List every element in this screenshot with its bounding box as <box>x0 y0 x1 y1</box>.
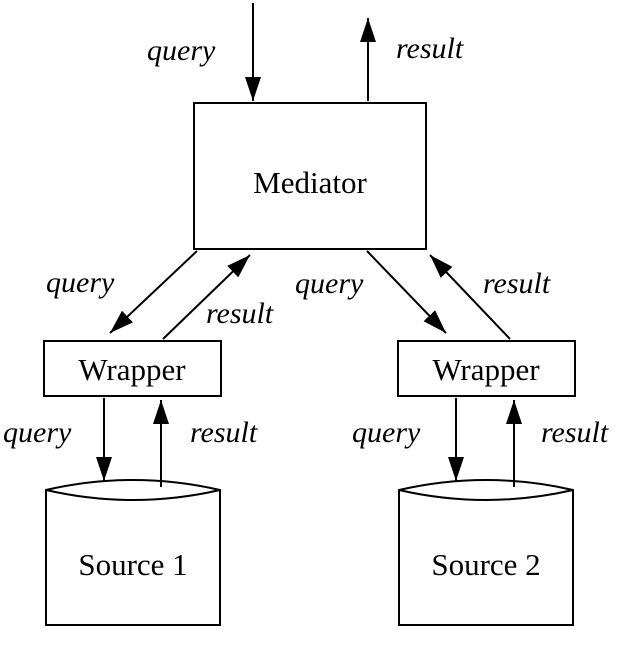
left-query-label: query <box>46 266 115 299</box>
right-query-label: query <box>295 267 364 300</box>
left-result-arrow <box>162 254 251 340</box>
left-result-label: result <box>206 297 274 330</box>
mediator-box <box>193 102 427 250</box>
source-cylinder-2-rim <box>398 489 574 501</box>
source-cylinder-1-rim <box>45 489 221 501</box>
w2-query-label: query <box>352 416 421 449</box>
wrapper-label-1: Wrapper <box>78 352 186 387</box>
source-label-1: Source 1 <box>78 547 187 582</box>
mediator-label: Mediator <box>253 165 367 200</box>
w2-result-label: result <box>541 416 609 449</box>
top-query-label: query <box>147 34 216 67</box>
source-label-2: Source 2 <box>431 547 540 582</box>
wrapper-label-2: Wrapper <box>432 352 540 387</box>
right-result-label: result <box>483 267 551 300</box>
wrapper-box-1 <box>43 340 222 397</box>
top-result-label: result <box>396 32 464 65</box>
left-query-arrow <box>109 250 198 334</box>
right-result-arrow <box>429 254 511 340</box>
w1-query-label: query <box>3 416 72 449</box>
right-query-arrow <box>366 250 447 334</box>
wrapper-box-2 <box>397 340 576 397</box>
w1-result-label: result <box>190 416 258 449</box>
